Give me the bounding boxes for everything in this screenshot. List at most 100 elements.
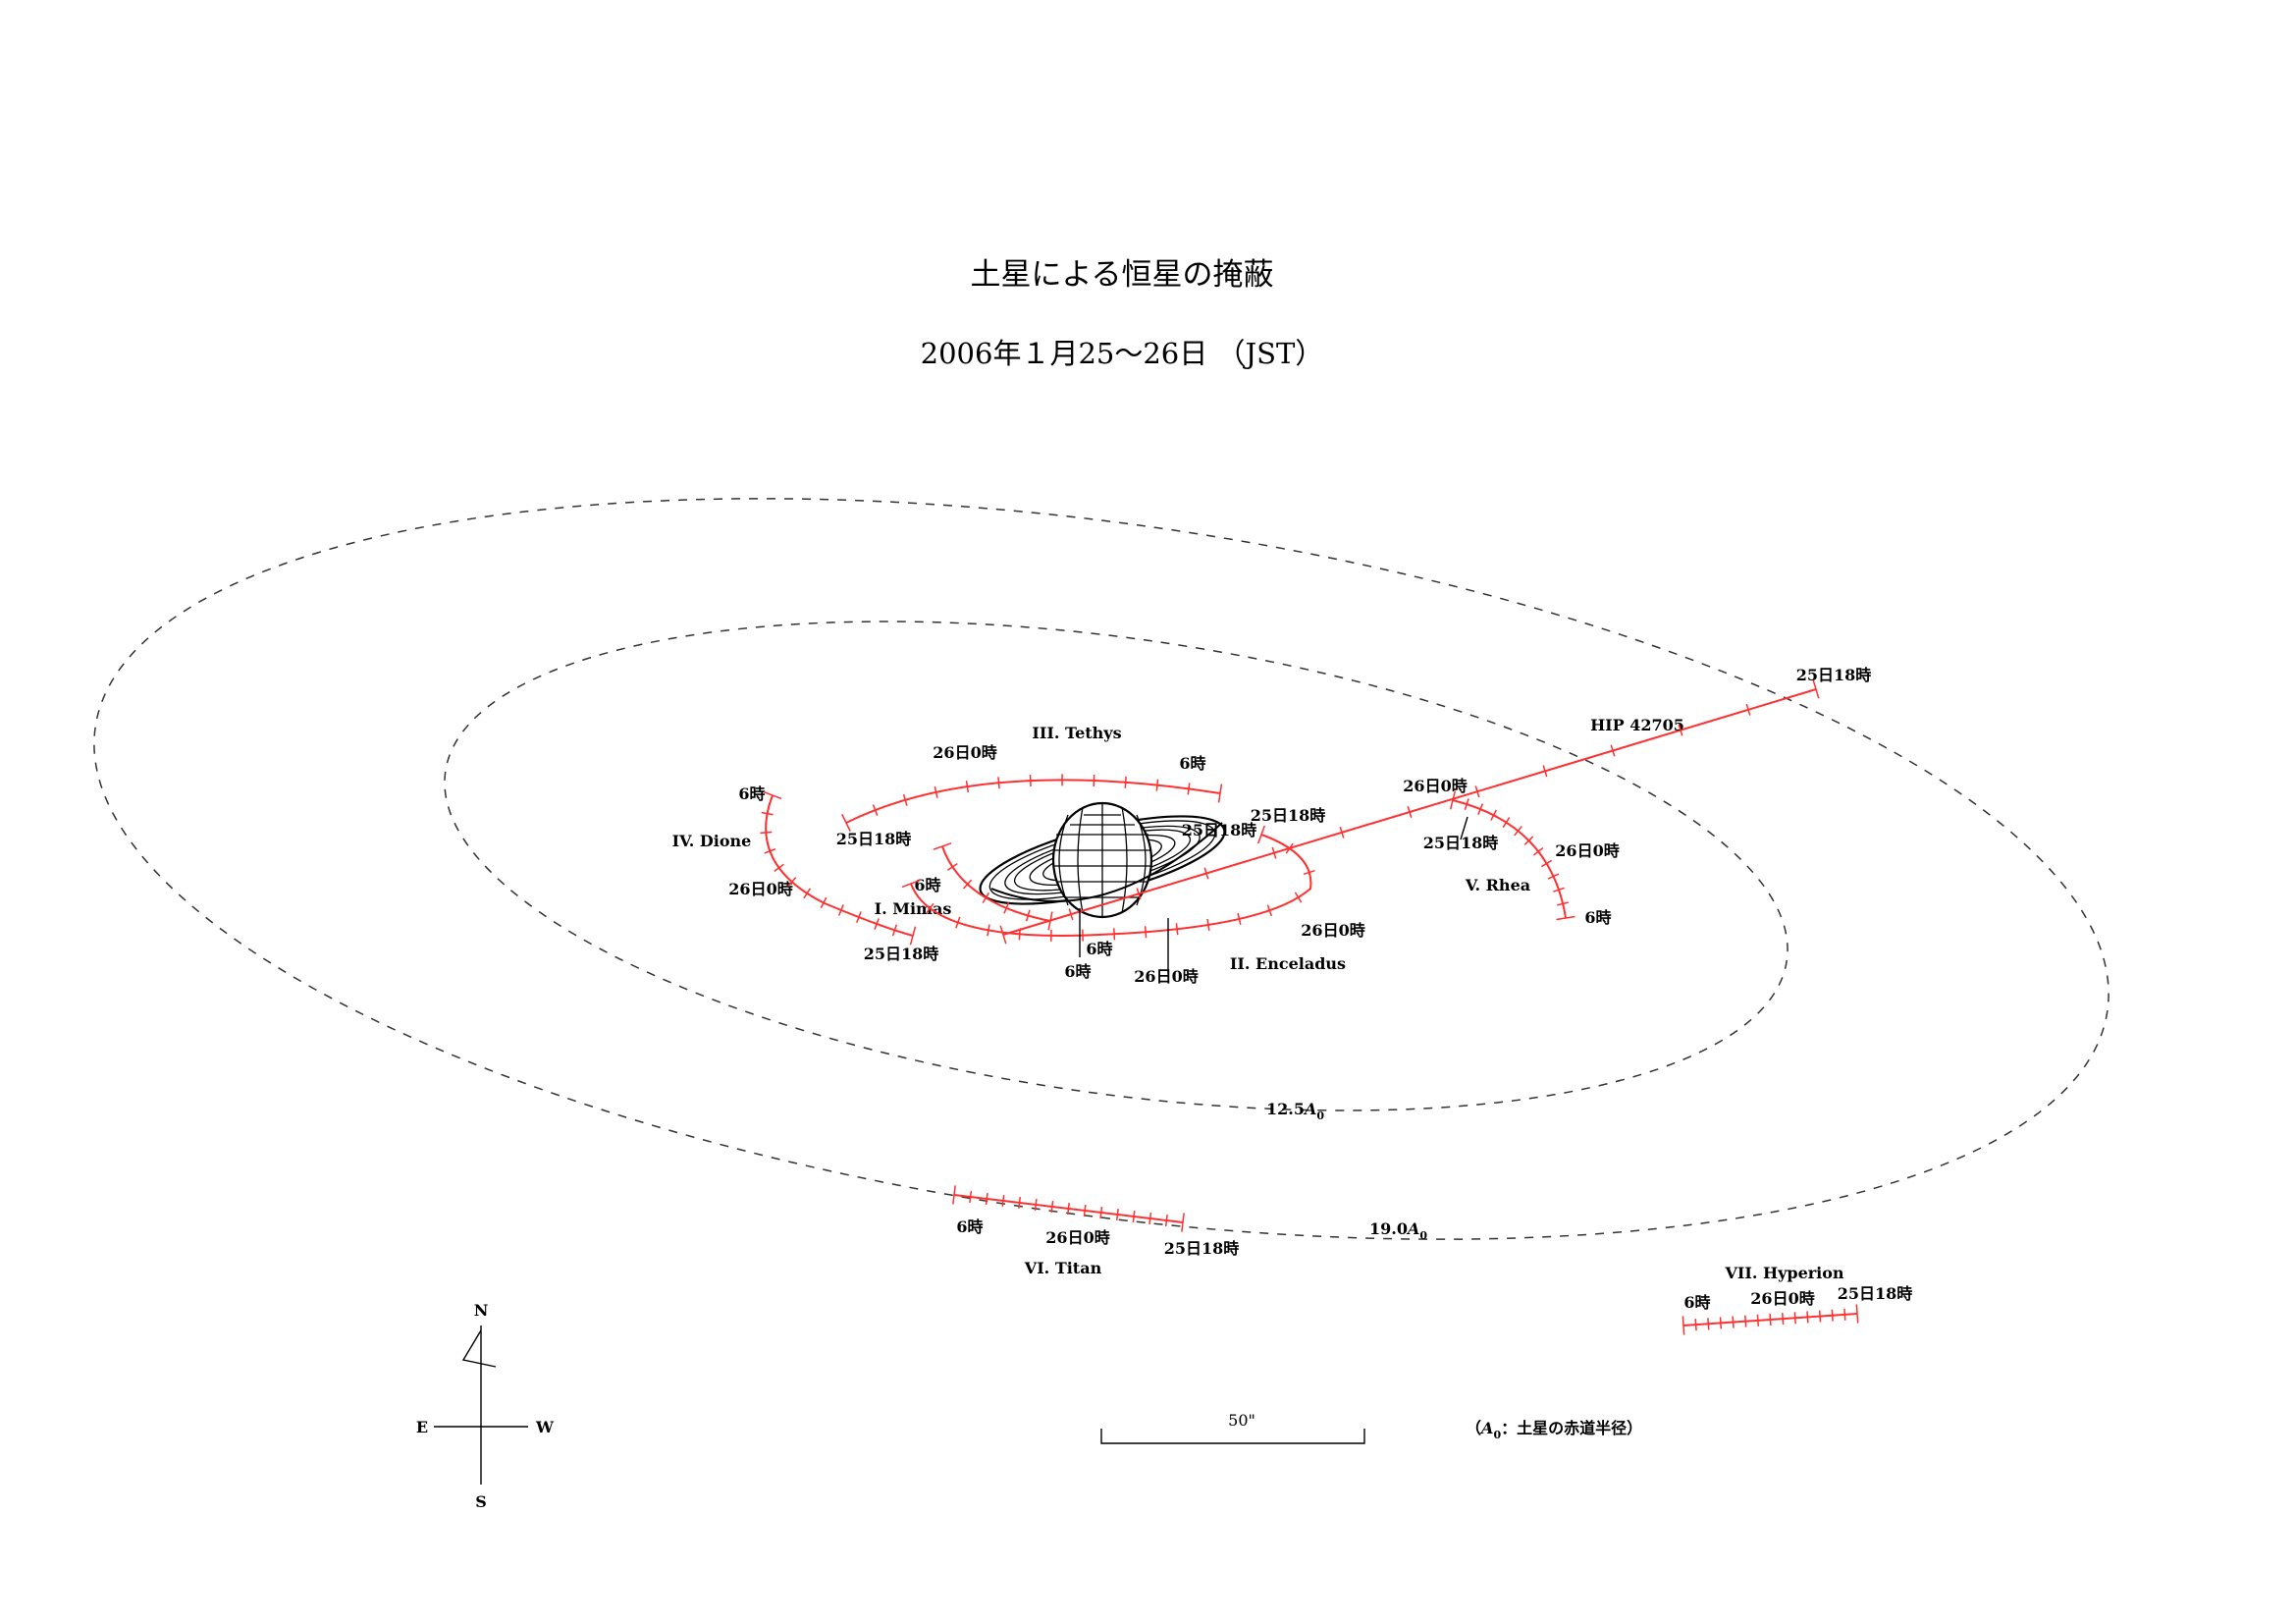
moon-titan-tick xyxy=(1148,1212,1152,1225)
compass-e: E xyxy=(416,1418,428,1436)
moon-tethys-tick xyxy=(934,785,938,798)
svg-text:25日18時: 25日18時 xyxy=(1251,806,1326,825)
moon-hyperion-tick xyxy=(1843,1308,1846,1321)
svg-text:V. Rhea: V. Rhea xyxy=(1465,876,1530,894)
orbit-label-19-0: 19.0A0 xyxy=(1369,1219,1427,1242)
moon-enceladus-tick xyxy=(1294,892,1303,903)
moon-rhea-tick xyxy=(1514,826,1522,837)
saturn xyxy=(979,801,1226,919)
moon-enceladus-tick xyxy=(1175,923,1179,936)
svg-text:26日0時: 26日0時 xyxy=(1403,777,1467,795)
moon-rhea-tick xyxy=(1523,836,1534,845)
moon-mimas-tick xyxy=(982,892,990,903)
moon-hyperion-tick xyxy=(1769,1313,1772,1326)
svg-text:IV. Dione: IV. Dione xyxy=(672,832,752,850)
svg-text:6時: 6時 xyxy=(1064,962,1091,981)
svg-text:25日18時: 25日18時 xyxy=(1838,1284,1913,1303)
moon-mimas-tick xyxy=(1047,911,1053,931)
moon-rhea-tick xyxy=(1541,859,1553,868)
moon-rhea: 26日0時 25日18時 26日0時 V. Rhea 6時 xyxy=(1403,777,1619,927)
svg-text:（A0：土星の赤道半径）: （A0：土星の赤道半径） xyxy=(1466,1419,1642,1441)
moon-enceladus-tick xyxy=(901,879,921,889)
svg-text:25日18時: 25日18時 xyxy=(1182,821,1257,839)
moon-enceladus-tick xyxy=(1206,918,1210,931)
moon-dione-tick xyxy=(774,863,784,873)
moon-rhea-tick xyxy=(1502,817,1511,829)
star-track-hip-42705-tick xyxy=(1474,785,1480,798)
moon-dione-tick xyxy=(820,896,828,909)
moon-dione-tick xyxy=(891,924,898,937)
moon-rhea-tick xyxy=(1557,901,1570,906)
svg-text:6時: 6時 xyxy=(1584,908,1611,927)
moon-enceladus-tick xyxy=(1256,825,1266,844)
moon-titan-tick xyxy=(1132,1210,1136,1223)
radius-note: （A0：土星の赤道半径） xyxy=(1466,1419,1642,1441)
moon-enceladus-tick xyxy=(1303,869,1315,876)
svg-text:12.5A0: 12.5A0 xyxy=(1266,1100,1324,1122)
star-track-hip-42705-tick xyxy=(1339,826,1345,839)
scale-label: 50" xyxy=(1228,1411,1255,1430)
compass: N S E W xyxy=(416,1301,555,1511)
moon-hyperion-tick xyxy=(1855,1304,1859,1324)
svg-text:26日0時: 26日0時 xyxy=(1750,1289,1814,1308)
moon-mimas-tick xyxy=(1025,909,1031,922)
moon-dione-tick xyxy=(909,926,917,946)
moon-tethys-tick xyxy=(902,793,908,806)
moon-enceladus-tick xyxy=(955,916,961,929)
svg-text:VII. Hyperion: VII. Hyperion xyxy=(1724,1264,1843,1282)
svg-text:25日18時: 25日18時 xyxy=(836,830,912,848)
page-title: 土星による恒星の掩蔽 xyxy=(970,257,1273,293)
moon-rhea-tick xyxy=(1556,915,1575,921)
star-track-hip-42705-tick xyxy=(1678,724,1683,736)
svg-text:26日0時: 26日0時 xyxy=(1134,967,1198,986)
compass-w: W xyxy=(535,1418,555,1436)
moon-rhea-tick xyxy=(1464,798,1469,810)
svg-text:26日0時: 26日0時 xyxy=(1555,841,1619,860)
scale-bar: 50" xyxy=(1100,1411,1365,1444)
moon-mimas-tick xyxy=(933,842,952,850)
star-track-hip-42705-tick xyxy=(1745,703,1751,716)
moon-mimas-tick xyxy=(962,879,973,890)
moon-titan-tick xyxy=(1099,1206,1103,1219)
star-track-hip-42705-tick xyxy=(1610,744,1616,757)
moon-hyperion: VII. Hyperion 6時 26日0時 25日18時 xyxy=(1682,1264,1912,1335)
moon-hyperion-tick xyxy=(1756,1314,1760,1326)
moon-rhea-tick xyxy=(1553,887,1565,893)
moon-enceladus-tick xyxy=(1266,904,1273,917)
star-track-hip-42705-tick xyxy=(1068,908,1074,921)
moon-titan-tick xyxy=(1067,1202,1070,1216)
svg-text:VI. Titan: VI. Titan xyxy=(1024,1259,1102,1277)
moon-tethys-tick xyxy=(1187,783,1191,795)
star-track-hip-42705-tick xyxy=(1271,846,1277,859)
svg-text:II. Enceladus: II. Enceladus xyxy=(1230,954,1346,973)
moon-enceladus-tick xyxy=(987,924,990,937)
svg-text:6時: 6時 xyxy=(1683,1293,1710,1312)
moon-titan-tick xyxy=(1164,1214,1168,1227)
moon-dione-tick xyxy=(837,904,844,916)
moon-titan-tick xyxy=(1018,1196,1022,1210)
moon-dione-tick xyxy=(763,790,782,800)
moon-rhea-tick xyxy=(1477,803,1484,815)
star-time-25-18: 25日18時 xyxy=(1796,666,1872,684)
svg-text:26日0時: 26日0時 xyxy=(1045,1228,1109,1247)
star-track-hip-42705-tick xyxy=(1542,765,1548,778)
moon-tethys-tick xyxy=(1124,776,1127,788)
moon-titan-tick xyxy=(1083,1204,1087,1217)
page-subtitle: 2006年１月25～26日 （JST） xyxy=(921,337,1324,370)
svg-text:25日18時: 25日18時 xyxy=(1423,834,1499,852)
moon-rhea-tick xyxy=(1449,790,1457,810)
moon-dione-tick xyxy=(874,918,880,930)
moon-titan-tick xyxy=(1001,1194,1005,1208)
moon-tethys-tick xyxy=(1155,779,1159,791)
moon-hyperion-tick xyxy=(1682,1316,1685,1335)
svg-text:19.0A0: 19.0A0 xyxy=(1369,1219,1427,1242)
moon-hyperion-tick xyxy=(1818,1310,1822,1323)
moon-dione-tick xyxy=(856,911,862,923)
moon-rhea-tick xyxy=(1547,873,1560,880)
moon-tethys: III. Tethys 26日0時 6時 25日18時 xyxy=(836,724,1223,848)
svg-text:6時: 6時 xyxy=(956,1217,983,1236)
moon-enceladus-tick xyxy=(1285,842,1294,854)
star-track-hip-42705-tick xyxy=(1203,867,1209,880)
moon-hyperion-tick xyxy=(1793,1312,1796,1325)
star-track-hip-42705-tick xyxy=(1407,806,1413,818)
